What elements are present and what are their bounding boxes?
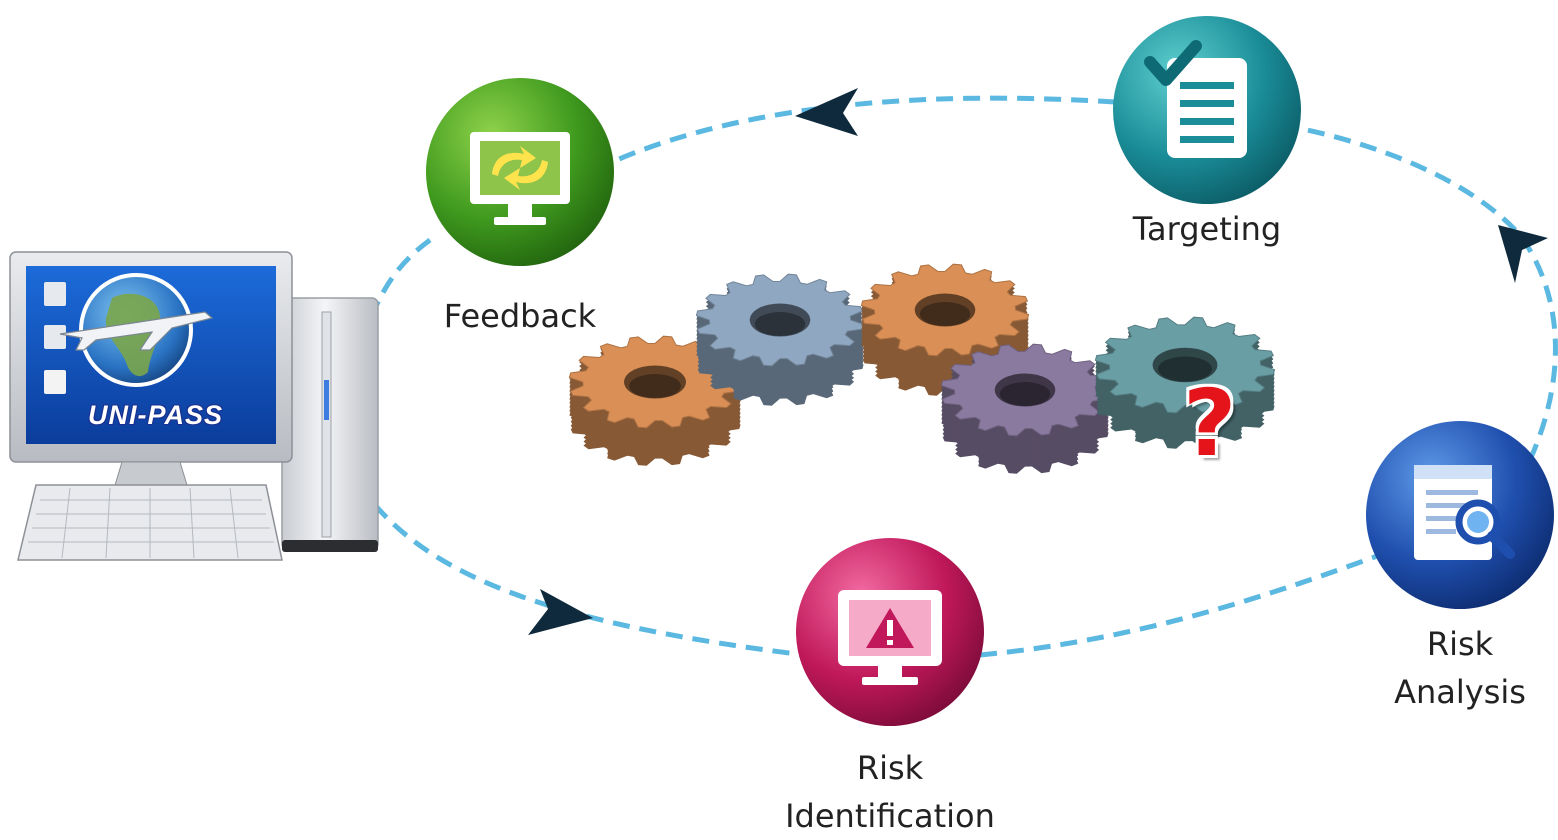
risk-identification-node xyxy=(796,538,984,726)
airplane-icon xyxy=(59,311,214,351)
risk-identification-label: Risk Identification xyxy=(770,744,1010,840)
question-mark-icon: ? xyxy=(1183,370,1237,477)
arrowhead-right xyxy=(1498,225,1548,283)
gears-cluster xyxy=(568,263,1276,474)
cycle-arrowheads xyxy=(528,88,1548,635)
desktop-icon xyxy=(44,325,66,349)
monitor-refresh-icon xyxy=(470,132,570,225)
gear-purple xyxy=(940,343,1110,474)
document-search-icon xyxy=(1414,465,1515,560)
arrowhead-left-bottom xyxy=(528,589,593,635)
risk-analysis-label-line2: Analysis xyxy=(1394,673,1526,711)
cycle-segment-analysis-to-targeting xyxy=(1297,125,1558,462)
cycle-segment-identification-to-analysis xyxy=(979,552,1381,658)
uni-pass-brand: UNI-PASS xyxy=(88,400,224,430)
keyboard-keys xyxy=(28,487,274,559)
risk-analysis-label: Risk Analysis xyxy=(1360,620,1558,716)
checklist-icon xyxy=(1144,40,1247,158)
feedback-label: Feedback xyxy=(443,297,597,335)
feedback-node xyxy=(426,78,614,266)
targeting-node xyxy=(1113,16,1301,204)
targeting-label: Targeting xyxy=(1132,210,1282,248)
cycle-segment-targeting-to-feedback xyxy=(611,95,1116,165)
risk-analysis-label-line1: Risk xyxy=(1426,625,1494,663)
arrowhead-left-top xyxy=(795,88,858,136)
desktop-icon xyxy=(44,282,66,306)
gear-teal xyxy=(1094,316,1276,449)
risk-identification-label-line2: Identification xyxy=(785,797,995,835)
computer-illustration xyxy=(9,251,379,561)
risk-identification-label-line1: Risk xyxy=(856,749,924,787)
gear-blue xyxy=(695,273,865,406)
desktop-icon xyxy=(44,370,66,394)
cycle-segment-computer-to-identification xyxy=(373,503,806,658)
warning-monitor-icon xyxy=(838,590,942,685)
risk-analysis-node xyxy=(1366,421,1554,609)
cycle-loop xyxy=(369,95,1558,658)
